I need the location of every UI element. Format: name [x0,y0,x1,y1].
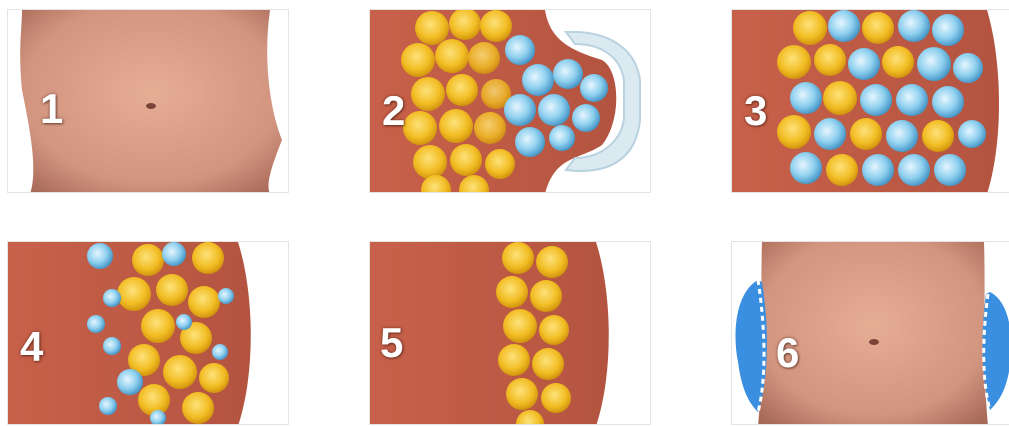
applicator-illustration [370,10,651,193]
fat-cell-layer [401,10,515,193]
panel-1-abdomen-before: 1 [7,9,289,193]
panel-6-abdomen-after: 6 [731,241,1009,425]
right-cool-pad [983,292,1009,410]
panel-2-applicator: 2 [369,9,651,193]
crystallized-cells-illustration [732,10,1009,193]
panel-3-crystallized-cells: 3 [731,9,1009,193]
step-number-3: 3 [744,90,767,132]
step-number-2: 2 [382,90,405,132]
step-number-4: 4 [20,326,43,368]
panel-4-cells-breaking-down: 4 [7,241,289,425]
navel-icon [146,103,156,109]
panel-5-reduced-fat-layer: 5 [369,241,651,425]
abdomen-after-illustration [732,242,1009,425]
cells-breaking-down-illustration [8,242,289,425]
navel-icon [869,339,879,345]
step-number-1: 1 [40,88,63,130]
step-number-6: 6 [776,332,799,374]
mixed-cell-layer [777,10,986,186]
step-number-5: 5 [380,322,403,364]
reduced-fat-layer-illustration [370,242,651,425]
